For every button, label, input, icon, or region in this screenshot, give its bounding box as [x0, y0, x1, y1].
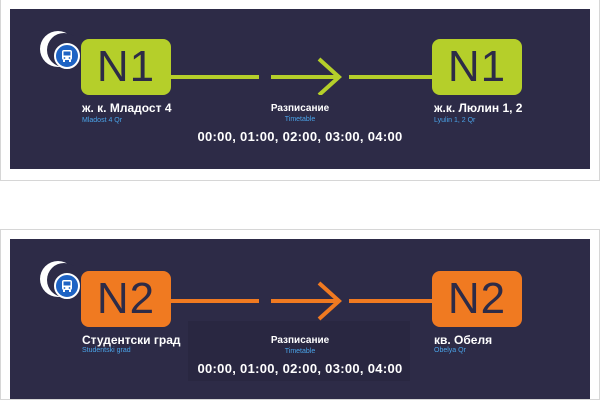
timetable-backdrop — [188, 321, 410, 381]
origin-stop-latin: Studentski grad — [82, 347, 131, 354]
timetable-title: Разписание — [270, 103, 330, 114]
destination-stop-name: кв. Обеля — [434, 333, 493, 347]
origin-stop-name: ж. к. Младост 4 — [82, 101, 172, 115]
bus-icon — [54, 273, 80, 299]
origin-stop-name: Студентски град — [82, 333, 181, 347]
timetable-title: Разписание — [270, 335, 330, 346]
right-arrow-icon — [171, 57, 432, 95]
route-number-destination: N1 — [432, 39, 522, 95]
timetable-subtitle: Timetable — [284, 348, 316, 355]
destination-stop-latin: Obelya Qr — [434, 347, 466, 354]
timetable-subtitle: Timetable — [284, 116, 316, 123]
destination-stop-latin: Lyulin 1, 2 Qr — [434, 117, 476, 124]
destination-stop-name: ж.к. Люлин 1, 2 — [434, 101, 523, 115]
right-arrow-icon — [171, 281, 432, 321]
timetable-times: 00:00, 01:00, 02:00, 03:00, 04:00 — [197, 361, 403, 376]
route-sign-n2: N2 N2 Студентски град Studentski grad Ра… — [0, 229, 600, 400]
route-number-origin: N1 — [81, 39, 171, 95]
sign-panel: N1 N1 ж. к. Младост 4 Mladost 4 Qr Разпи… — [10, 9, 590, 169]
night-bus-logo-icon — [40, 261, 81, 301]
sign-panel: N2 N2 Студентски град Studentski grad Ра… — [10, 239, 590, 399]
route-number-origin: N2 — [81, 271, 171, 327]
route-sign-n1: N1 N1 ж. к. Младост 4 Mladost 4 Qr Разпи… — [0, 0, 600, 181]
night-bus-logo-icon — [40, 31, 81, 71]
bus-icon — [54, 43, 80, 69]
origin-stop-latin: Mladost 4 Qr — [82, 117, 123, 124]
timetable-times: 00:00, 01:00, 02:00, 03:00, 04:00 — [197, 129, 403, 144]
route-number-destination: N2 — [432, 271, 522, 327]
